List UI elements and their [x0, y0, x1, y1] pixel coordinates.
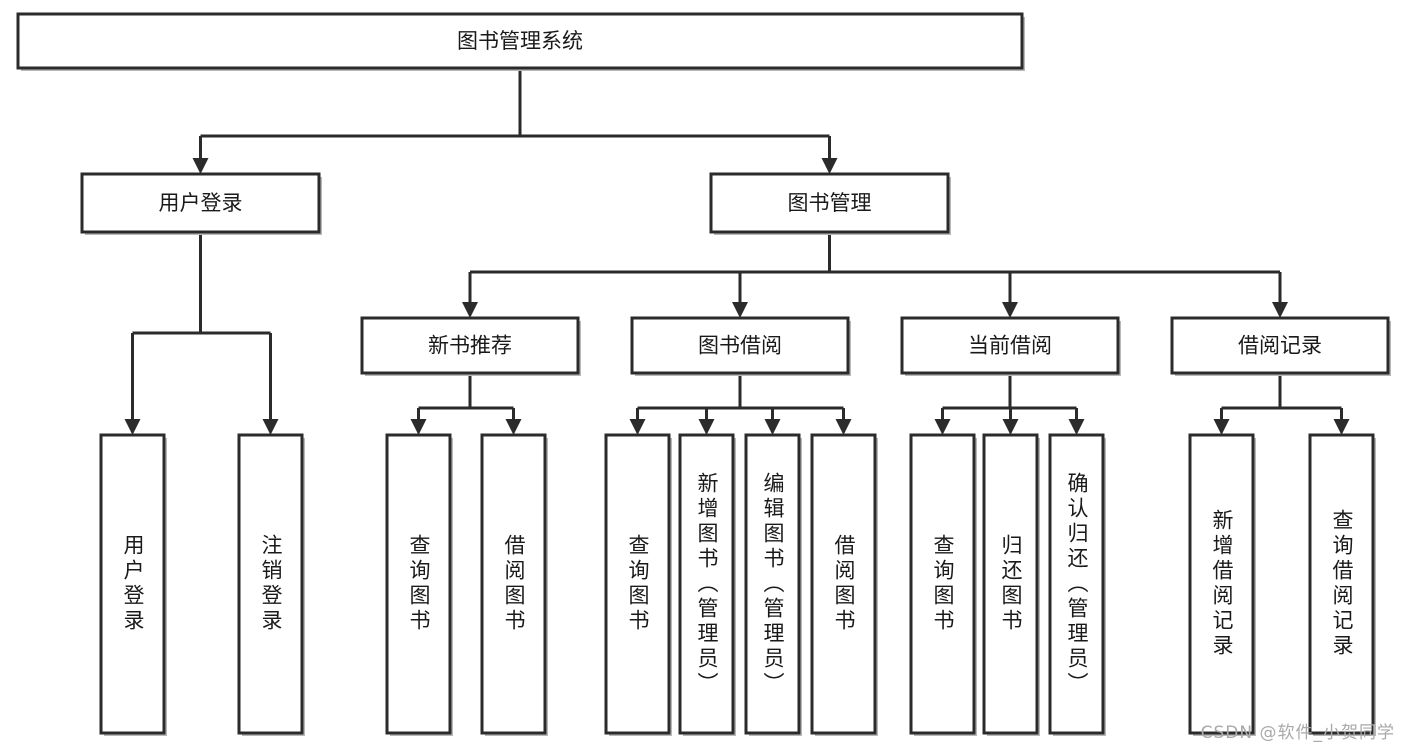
node-leaf-6[interactable]	[744, 433, 801, 735]
node-leaf-11[interactable]	[1188, 433, 1255, 735]
edge-root-arrow-1	[821, 158, 838, 174]
node-leaf-5[interactable]	[678, 433, 735, 735]
node-level2-label-1: 图书借阅	[698, 334, 782, 358]
node-level2-2[interactable]	[900, 316, 1120, 375]
connector-layer	[124, 68, 1350, 435]
edge-level2-2-arrow-1	[1002, 419, 1019, 435]
edge-level2-2-arrow-2	[1068, 419, 1085, 435]
node-level2-1[interactable]	[630, 316, 850, 375]
node-box-layer	[16, 12, 1391, 736]
node-leaf-12[interactable]	[1308, 433, 1375, 735]
edge-book-mgmt-arrow-2	[1002, 302, 1018, 318]
node-leaf-1[interactable]	[237, 433, 304, 735]
node-level2-label-2: 当前借阅	[968, 334, 1052, 358]
node-level2-3[interactable]	[1170, 316, 1390, 375]
edge-level2-3-arrow-0	[1213, 419, 1230, 435]
edge-level2-1-arrow-0	[629, 419, 646, 435]
edge-root-arrow-0	[192, 158, 209, 174]
edge-level2-0-arrow-1	[505, 419, 522, 435]
node-leaf-10[interactable]	[1048, 433, 1105, 735]
edge-level2-1-arrow-2	[764, 419, 781, 435]
node-level1-label-0: 用户登录	[159, 191, 243, 215]
node-leaf-3[interactable]	[480, 433, 547, 735]
edge-level2-3-arrow-1	[1333, 419, 1350, 435]
edge-level2-0-arrow-0	[410, 419, 427, 435]
node-leaf-0[interactable]	[99, 433, 166, 735]
node-leaf-4[interactable]	[604, 433, 671, 735]
node-level2-0[interactable]	[360, 316, 580, 375]
node-leaf-8[interactable]	[909, 433, 976, 735]
watermark: CSDN @软件_小贺同学	[1200, 723, 1395, 743]
node-leaf-7[interactable]	[810, 433, 877, 735]
edge-level2-1-arrow-1	[698, 419, 715, 435]
node-root-label: 图书管理系统	[457, 29, 583, 53]
node-level1-0[interactable]	[80, 172, 321, 234]
edge-book-mgmt-arrow-0	[462, 302, 478, 318]
edge-level2-2-arrow-0	[934, 419, 951, 435]
node-leaf-2[interactable]	[385, 433, 452, 735]
edge-book-mgmt-arrow-3	[1272, 302, 1288, 318]
edge-level2-1-arrow-3	[835, 419, 852, 435]
edge-user-login-arrow-0	[124, 419, 141, 435]
node-root[interactable]	[16, 12, 1024, 70]
node-leaf-9[interactable]	[982, 433, 1039, 735]
node-level1-1[interactable]	[709, 172, 950, 234]
node-level2-label-3: 借阅记录	[1238, 334, 1322, 358]
node-level2-label-0: 新书推荐	[428, 334, 512, 358]
edge-book-mgmt-arrow-1	[732, 302, 748, 318]
edge-user-login-arrow-1	[262, 419, 279, 435]
node-level1-label-1: 图书管理	[788, 191, 872, 215]
